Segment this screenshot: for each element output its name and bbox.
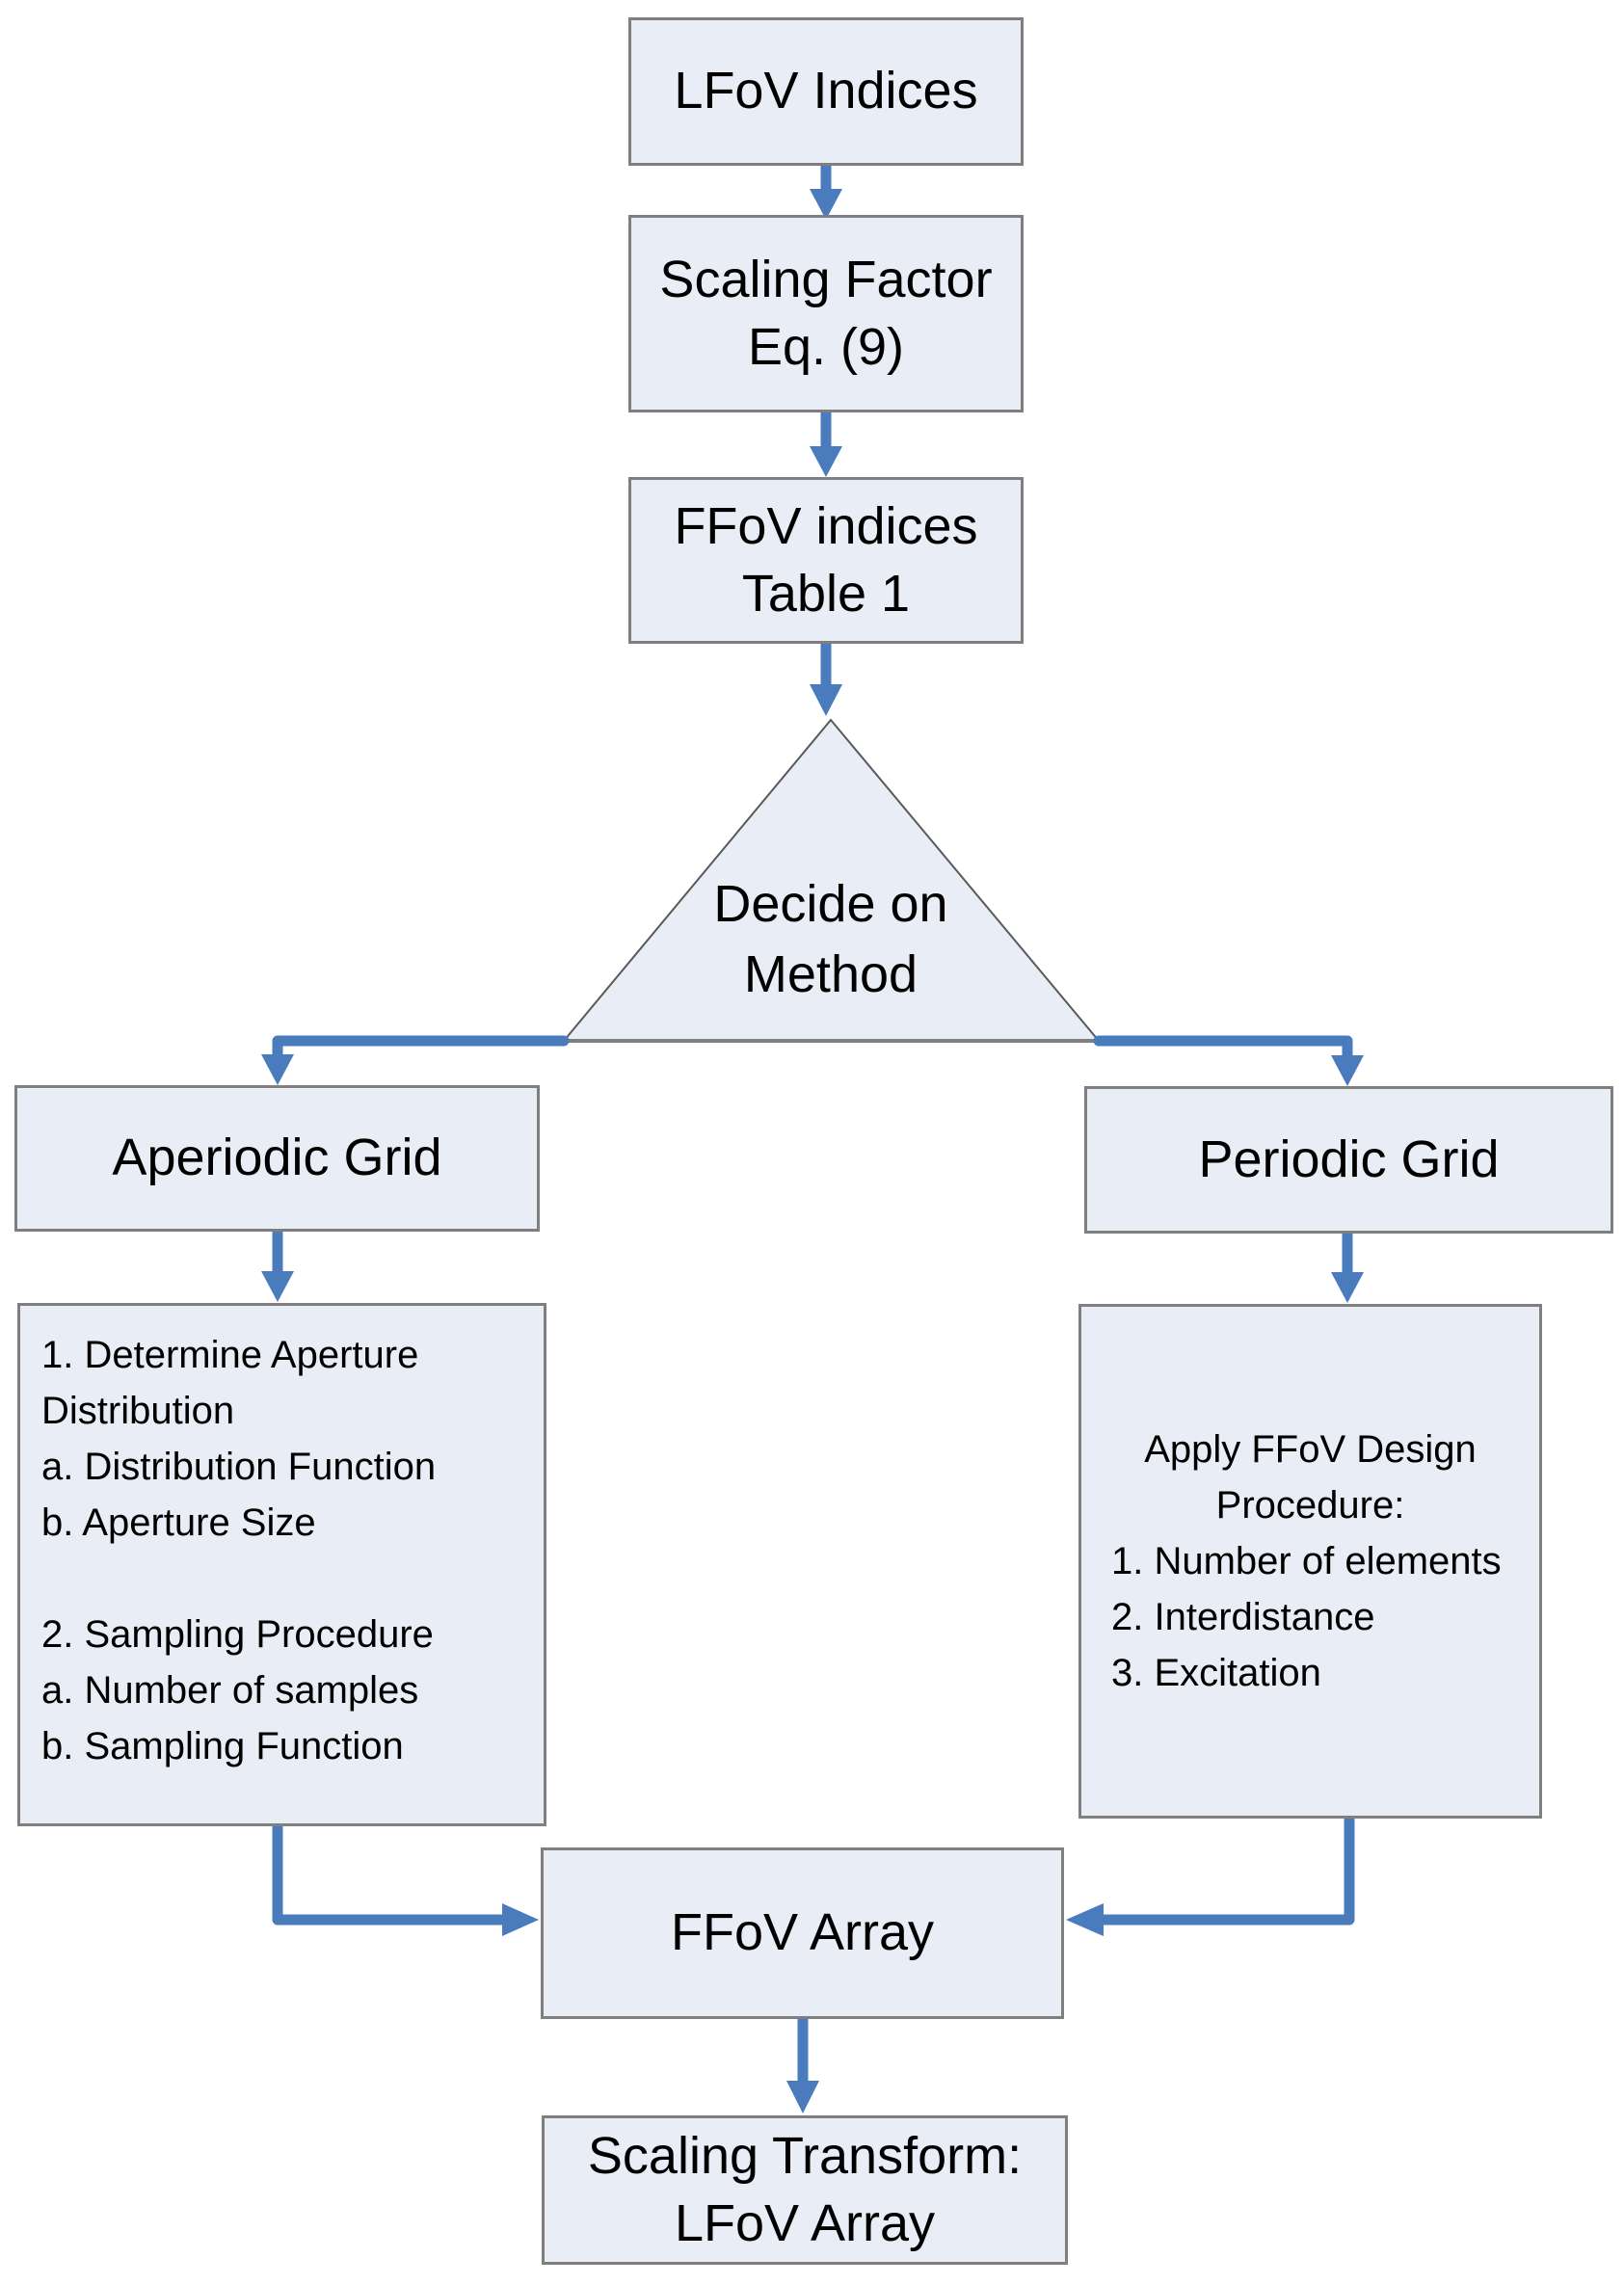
arrow-scalingfactor-to-ffovindices-icon (810, 408, 842, 477)
arrow-lfov-to-scalingfactor-icon (810, 161, 842, 220)
node-periodic-steps: Apply FFoV Design Procedure: 1. Number o… (1078, 1304, 1542, 1819)
arrow-ffovindices-to-decision-icon (810, 639, 842, 716)
periodic-steps-items: 1. Number of elements 2. Interdistance 3… (1111, 1540, 1502, 1694)
arrow-aperiodicsteps-to-ffovarray-icon (272, 1821, 539, 1936)
node-scaling-transform: Scaling Transform: LFoV Array (542, 2115, 1068, 2265)
decision-triangle (561, 718, 1102, 1043)
node-aperiodic-steps: 1. Determine Aperture Distribution a. Di… (17, 1303, 546, 1826)
node-scaling-factor: Scaling Factor Eq. (9) (628, 215, 1024, 412)
node-periodic-grid: Periodic Grid (1084, 1086, 1613, 1234)
periodic-steps-heading: Apply FFoV Design Procedure: (1144, 1428, 1477, 1527)
node-decision-label: Decide on Method (713, 875, 948, 1003)
arrow-decision-to-aperiodic-icon (261, 1035, 570, 1085)
arrow-periodicsteps-to-ffovarray-icon (1066, 1814, 1355, 1936)
arrow-decision-to-periodic-icon (1093, 1035, 1364, 1086)
arrow-ffovarray-to-scalingtransform-icon (786, 2014, 819, 2113)
node-ffov-indices: FFoV indices Table 1 (628, 477, 1024, 644)
node-ffov-array: FFoV Array (541, 1847, 1064, 2019)
node-lfov-indices: LFoV Indices (628, 17, 1024, 166)
node-aperiodic-grid: Aperiodic Grid (14, 1085, 540, 1232)
arrow-aperiodic-to-steps-icon (261, 1227, 294, 1302)
arrow-periodic-to-steps-icon (1331, 1229, 1364, 1303)
